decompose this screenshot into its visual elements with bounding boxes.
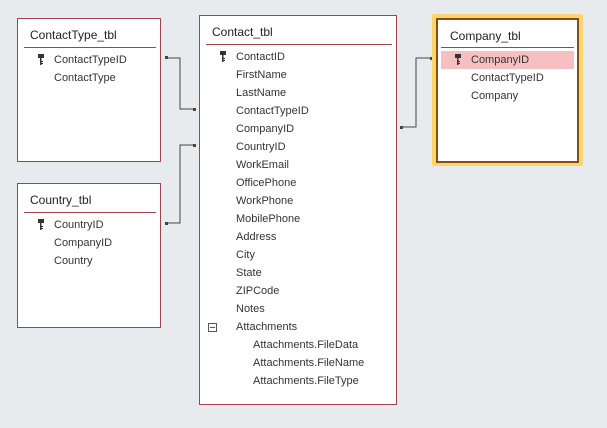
field-label: Attachments.FileType (253, 375, 359, 387)
field-item-selected[interactable]: CompanyID (441, 51, 574, 69)
field-label: FirstName (236, 69, 287, 81)
field-label: ContactID (236, 51, 285, 63)
table-title[interactable]: Company_tbl (450, 29, 521, 43)
join-end-marker (165, 56, 168, 59)
field-item-attachments[interactable]: Attachments (206, 318, 392, 336)
field-label: Attachments (236, 321, 298, 333)
field-list: ContactID FirstName LastName ContactType… (206, 48, 392, 390)
field-label: Notes (236, 303, 265, 315)
field-label: Country (54, 255, 93, 267)
join-end-marker (430, 57, 433, 60)
field-item[interactable]: WorkPhone (206, 192, 392, 210)
field-label: CountryID (54, 219, 104, 231)
table-country[interactable]: Country_tbl CountryID CompanyID Country (17, 183, 161, 328)
field-item[interactable]: OfficePhone (206, 174, 392, 192)
field-list: ContactTypeID ContactType (24, 51, 156, 87)
field-item[interactable]: CountryID (24, 216, 156, 234)
field-item[interactable]: LastName (206, 84, 392, 102)
title-divider (206, 44, 392, 45)
field-label: ContactType (54, 72, 116, 84)
primary-key-icon (455, 54, 461, 65)
field-item[interactable]: Address (206, 228, 392, 246)
primary-key-icon (38, 219, 44, 230)
field-item[interactable]: FirstName (206, 66, 392, 84)
field-item[interactable]: MobilePhone (206, 210, 392, 228)
field-label: MobilePhone (236, 213, 301, 225)
table-title[interactable]: Contact_tbl (212, 25, 273, 39)
field-item[interactable]: CountryID (206, 138, 392, 156)
subfield-item[interactable]: Attachments.FileData (206, 336, 392, 354)
field-item[interactable]: ContactTypeID (24, 51, 156, 69)
join-end-marker (193, 108, 196, 111)
field-label: City (236, 249, 255, 261)
field-label: ZIPCode (236, 285, 280, 297)
field-label: Attachments.FileData (253, 339, 359, 351)
field-label: CompanyID (236, 123, 295, 135)
field-item[interactable]: ContactTypeID (206, 102, 392, 120)
field-item[interactable]: State (206, 264, 392, 282)
field-label: State (236, 267, 262, 279)
field-item[interactable]: Company (441, 87, 574, 105)
relationship-contacttype-contact[interactable] (166, 57, 194, 110)
field-item[interactable]: ContactType (24, 69, 156, 87)
table-title[interactable]: ContactType_tbl (30, 28, 117, 42)
join-end-marker (193, 144, 196, 147)
field-item[interactable]: ContactTypeID (441, 69, 574, 87)
field-label: Address (236, 231, 277, 243)
field-label: Attachments.FileName (253, 357, 365, 369)
subfield-item[interactable]: Attachments.FileName (206, 354, 392, 372)
table-title[interactable]: Country_tbl (30, 193, 92, 207)
primary-key-icon (38, 54, 44, 65)
field-label: CompanyID (54, 237, 113, 249)
relationship-contact-company[interactable] (401, 57, 431, 128)
table-contacttype[interactable]: ContactType_tbl ContactTypeID ContactTyp… (17, 18, 161, 162)
primary-key-icon (220, 51, 226, 62)
subfield-item[interactable]: Attachments.FileType (206, 372, 392, 390)
field-label: CountryID (236, 141, 286, 153)
table-contact[interactable]: Contact_tbl ContactID FirstName LastName… (199, 15, 397, 405)
field-item[interactable]: CompanyID (206, 120, 392, 138)
collapse-icon[interactable] (208, 323, 217, 332)
field-item[interactable]: Notes (206, 300, 392, 318)
field-item[interactable]: ContactID (206, 48, 392, 66)
field-item[interactable]: City (206, 246, 392, 264)
field-item[interactable]: Country (24, 252, 156, 270)
field-list: CompanyID ContactTypeID Company (441, 51, 574, 105)
field-item[interactable]: WorkEmail (206, 156, 392, 174)
field-label: ContactTypeID (54, 54, 127, 66)
field-label: ContactTypeID (236, 105, 309, 117)
field-label: CompanyID (471, 54, 530, 66)
table-company[interactable]: Company_tbl CompanyID ContactTypeID Comp… (436, 18, 579, 163)
title-divider (441, 47, 574, 48)
field-label: ContactTypeID (471, 72, 544, 84)
field-label: WorkEmail (236, 159, 289, 171)
field-label: WorkPhone (236, 195, 294, 207)
join-end-marker (400, 126, 403, 129)
title-divider (24, 212, 156, 213)
title-divider (24, 47, 156, 48)
field-label: OfficePhone (236, 177, 297, 189)
field-label: Company (471, 90, 519, 102)
join-end-marker (165, 222, 168, 225)
field-item[interactable]: ZIPCode (206, 282, 392, 300)
field-item[interactable]: CompanyID (24, 234, 156, 252)
relationship-country-contact[interactable] (166, 144, 194, 224)
field-list: CountryID CompanyID Country (24, 216, 156, 270)
field-label: LastName (236, 87, 287, 99)
